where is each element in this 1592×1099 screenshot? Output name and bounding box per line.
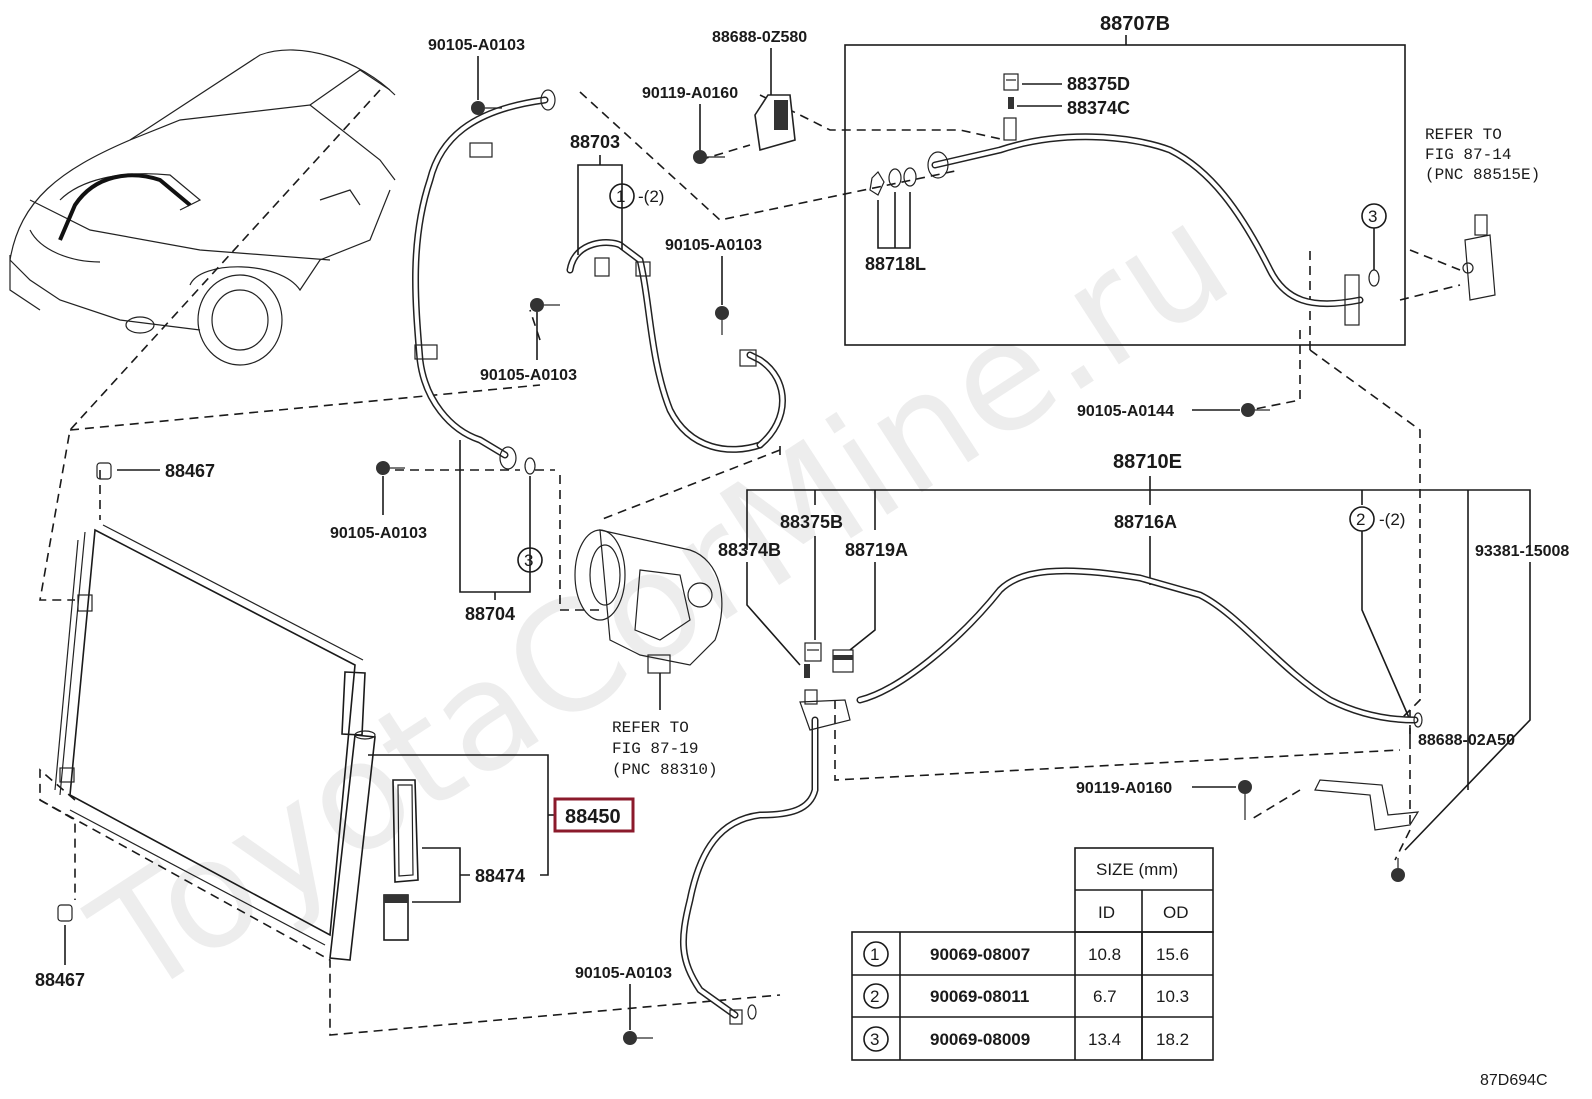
refer-note-compressor-line1: REFER TO xyxy=(612,719,689,737)
bolt-90105-A0103-right[interactable] xyxy=(715,306,729,335)
discharge-pipe-88707B[interactable] xyxy=(927,133,1364,326)
service-valve-cap-88375B[interactable] xyxy=(804,642,822,662)
refer-note-compressor-line2: FIG 87-19 xyxy=(612,740,698,758)
part-label-90105-A0103-right[interactable]: 90105-A0103 xyxy=(665,237,762,254)
cushion-88467-bottom[interactable] xyxy=(57,904,73,922)
part-label-90105-A0103-top[interactable]: 90105-A0103 xyxy=(428,37,525,54)
table-row-3-id: 13.4 xyxy=(1088,1030,1121,1049)
refer-note-compressor-line3: (PNC 88310) xyxy=(612,761,718,779)
part-label-88718L[interactable]: 88718L xyxy=(865,254,926,274)
table-row-1-key: 1 xyxy=(870,945,879,964)
part-label-93381-15008[interactable]: 93381-15008 xyxy=(1475,543,1569,560)
oring-callout-1[interactable] xyxy=(609,183,635,209)
bolt-90105-A0144[interactable] xyxy=(1241,403,1270,417)
table-row-1-od: 15.6 xyxy=(1156,945,1189,964)
table-header-size: SIZE (mm) xyxy=(1096,860,1178,879)
table-row-3-key: 3 xyxy=(870,1030,879,1049)
oring-callout-1-number: 1 xyxy=(616,187,625,206)
liquid-pipe-lower-section[interactable] xyxy=(679,689,851,1025)
part-label-88716A[interactable]: 88716A xyxy=(1114,512,1177,532)
receiver-tank[interactable] xyxy=(329,671,376,961)
part-label-90105-A0103-left[interactable]: 90105-A0103 xyxy=(330,525,427,542)
oring-callout-3-b-number: 3 xyxy=(524,551,533,570)
part-label-90119-A0160-bottom[interactable]: 90119-A0160 xyxy=(1076,780,1172,797)
bolt-90119-A0160-top[interactable] xyxy=(693,150,725,164)
table-row-1-part[interactable]: 90069-08007 xyxy=(930,945,1030,964)
part-label-90105-A0103-bottom[interactable]: 90105-A0103 xyxy=(575,965,672,982)
bolt-90105-A0103-mid[interactable] xyxy=(530,298,560,312)
refer-note-valve-line3: (PNC 88515E) xyxy=(1425,166,1540,184)
valve-core-88374B[interactable] xyxy=(804,664,810,678)
pressure-switch-88719A[interactable] xyxy=(832,649,854,673)
liquid-pipe-88716A[interactable] xyxy=(856,567,1423,728)
part-label-90119-A0160-top[interactable]: 90119-A0160 xyxy=(642,85,738,102)
vehicle-outline-illustration xyxy=(9,49,396,366)
ac-compressor-assembly[interactable] xyxy=(574,529,723,674)
part-label-88710E[interactable]: 88710E xyxy=(1113,451,1182,473)
service-valve-cap-88375D[interactable] xyxy=(1003,73,1019,91)
part-label-88450[interactable]: 88450 xyxy=(565,806,621,828)
figure-id: 87D694C xyxy=(1480,1072,1548,1089)
part-label-88703[interactable]: 88703 xyxy=(570,132,620,152)
table-row-3-od: 18.2 xyxy=(1156,1030,1189,1049)
clip-and-orings-88718L[interactable] xyxy=(869,167,917,196)
table-row-1-id: 10.8 xyxy=(1088,945,1121,964)
part-label-88704[interactable]: 88704 xyxy=(465,604,515,624)
oring-callout-3-b[interactable] xyxy=(517,547,543,573)
oring-callout-1-qty: -(2) xyxy=(638,187,664,206)
part-label-88374B[interactable]: 88374B xyxy=(718,540,781,560)
condenser-mount-bushings xyxy=(59,594,93,783)
part-label-88707B[interactable]: 88707B xyxy=(1100,13,1170,35)
oring-group-88704[interactable] xyxy=(524,457,536,475)
bolt-90105-A0103-top[interactable] xyxy=(471,101,502,115)
desiccant-88474[interactable] xyxy=(392,779,419,883)
table-header-id: ID xyxy=(1098,903,1115,922)
oring-callout-2-qty: -(2) xyxy=(1379,510,1405,529)
valve-core-88374C[interactable] xyxy=(1008,97,1014,109)
condenser-core[interactable] xyxy=(54,524,364,946)
table-row-2-od: 10.3 xyxy=(1156,987,1189,1006)
part-label-90105-A0144[interactable]: 90105-A0144 xyxy=(1077,403,1174,420)
part-label-88688-02A50[interactable]: 88688-02A50 xyxy=(1418,732,1515,749)
refer-note-valve-line2: FIG 87-14 xyxy=(1425,146,1511,164)
suction-hose-88703[interactable] xyxy=(412,89,556,470)
part-label-88375B[interactable]: 88375B xyxy=(780,512,843,532)
discharge-hose-88703[interactable] xyxy=(566,239,786,453)
part-label-88375D[interactable]: 88375D xyxy=(1067,74,1130,94)
bracket-88688-0Z580[interactable] xyxy=(754,94,796,152)
highlighted-part-88450-frame xyxy=(553,797,635,833)
oring-callout-3-a-number: 3 xyxy=(1368,207,1377,226)
refer-note-valve-line1: REFER TO xyxy=(1425,126,1502,144)
table-row-3-part[interactable]: 90069-08009 xyxy=(930,1030,1030,1049)
table-row-2-key: 2 xyxy=(870,987,879,1006)
bolt-90119-A0160-bottom[interactable] xyxy=(1238,780,1252,820)
bolt-90105-A0103-bottom[interactable] xyxy=(623,1031,653,1045)
table-header-od: OD xyxy=(1163,903,1189,922)
part-label-90105-A0103-mid[interactable]: 90105-A0103 xyxy=(480,367,577,384)
cap-plug-88474[interactable] xyxy=(383,894,409,941)
part-label-88467-bottom[interactable]: 88467 xyxy=(35,970,85,990)
table-row-2-id: 6.7 xyxy=(1093,987,1117,1006)
bracket-88688-02A50[interactable] xyxy=(1314,779,1420,831)
oring-callout-2-number: 2 xyxy=(1356,510,1365,529)
assembly-88707B-frame xyxy=(844,44,1406,346)
cushion-88467-top[interactable] xyxy=(96,462,112,480)
part-label-88474[interactable]: 88474 xyxy=(475,866,525,886)
oring-size-table: SIZE (mm) ID OD 1 90069-08007 10.8 15.6 … xyxy=(851,847,1214,1061)
expansion-valve-illustration[interactable] xyxy=(1462,214,1496,301)
part-label-88719A[interactable]: 88719A xyxy=(845,540,908,560)
table-row-2-part[interactable]: 90069-08011 xyxy=(930,987,1029,1006)
part-label-88467-top[interactable]: 88467 xyxy=(165,461,215,481)
bolt-93381-15008[interactable] xyxy=(1391,858,1405,882)
bolt-90105-A0103-left[interactable] xyxy=(376,461,405,475)
part-label-88374C[interactable]: 88374C xyxy=(1067,98,1130,118)
part-label-88688-0Z580[interactable]: 88688-0Z580 xyxy=(712,29,807,46)
